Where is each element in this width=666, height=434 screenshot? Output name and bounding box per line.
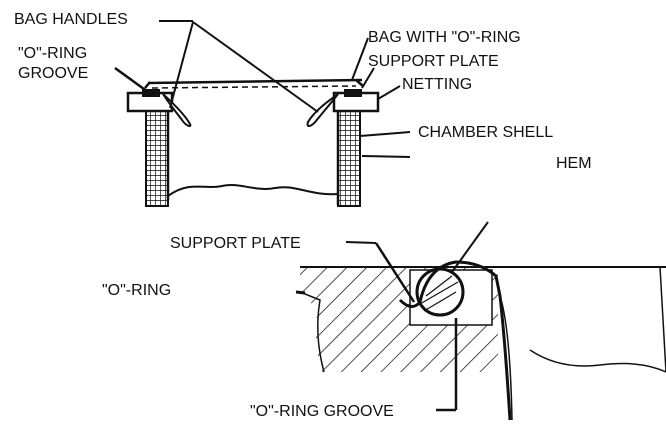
bag-wall [398, 260, 512, 421]
label-o-ring-groove-bottom: "O"-RING GROOVE [250, 403, 394, 420]
bag-top [147, 78, 363, 85]
label-o-ring: "O"-RING [102, 282, 172, 299]
label-bag-handles: BAG HANDLES [14, 11, 128, 28]
label-support-plate-bottom: SUPPORT PLATE [170, 235, 301, 252]
label-o-ring-groove-line1: "O"-RING [18, 45, 88, 62]
left-bag-handle [162, 93, 192, 128]
right-bag-handle [306, 93, 339, 127]
label-netting: NETTING [402, 76, 473, 93]
bottom-figure [295, 221, 666, 421]
right-o-ring [344, 89, 362, 97]
label-support-plate-top: SUPPORT PLATE [368, 53, 499, 70]
right-chamber-wall [337, 105, 361, 207]
label-o-ring-groove-line2: GROOVE [18, 65, 89, 82]
label-bag-with-o-ring: BAG WITH "O"-RING [368, 29, 521, 46]
label-hem: HEM [556, 155, 592, 172]
label-chamber-shell: CHAMBER SHELL [418, 124, 554, 141]
top-figure [114, 20, 411, 207]
cut-edge [167, 184, 339, 197]
left-chamber-wall [145, 105, 169, 207]
left-o-ring [142, 89, 160, 97]
